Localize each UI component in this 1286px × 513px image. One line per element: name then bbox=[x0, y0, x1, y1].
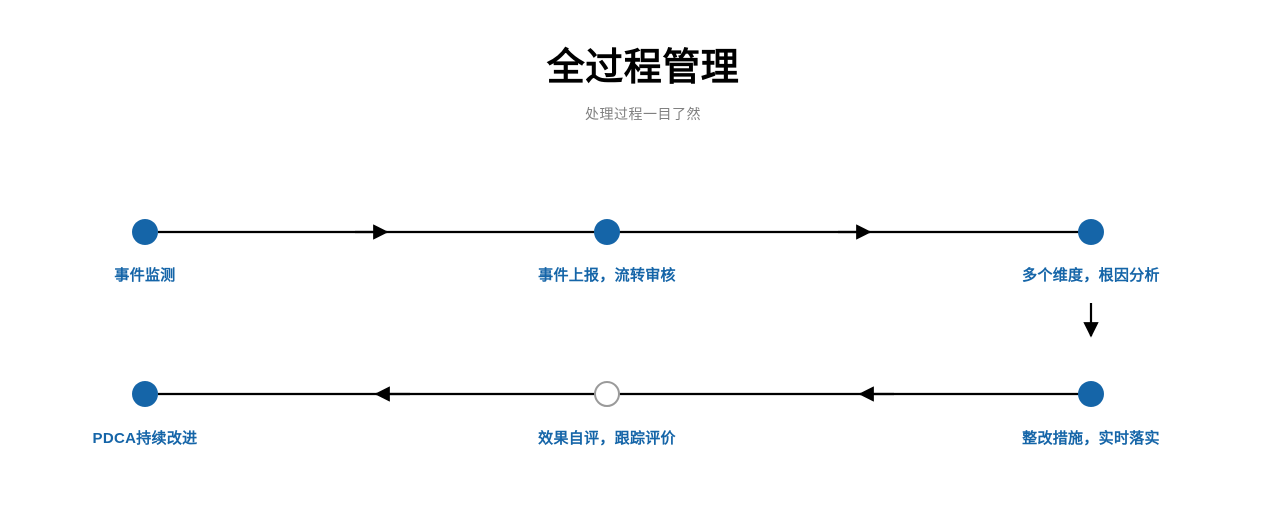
flow-node-label-event-report-review: 事件上报，流转审核 bbox=[538, 267, 676, 284]
flow-node-label-pdca-improvement: PDCA持续改进 bbox=[92, 430, 198, 447]
flow-node-label-effect-self-evaluation: 效果自评，跟踪评价 bbox=[538, 430, 676, 447]
page-header: 全过程管理 处理过程一目了然 bbox=[0, 0, 1286, 124]
flow-node-rectification-measures[interactable] bbox=[1078, 381, 1104, 407]
flow-node-effect-self-evaluation[interactable] bbox=[594, 381, 620, 407]
flow-node-label-event-monitoring: 事件监测 bbox=[114, 267, 176, 284]
flow-node-event-monitoring[interactable] bbox=[132, 219, 158, 245]
flow-node-label-multi-dimension-root-cause: 多个维度，根因分析 bbox=[1022, 267, 1160, 284]
page-title: 全过程管理 bbox=[546, 47, 740, 89]
flow-node-multi-dimension-root-cause[interactable] bbox=[1078, 219, 1104, 245]
page-subtitle: 处理过程一目了然 bbox=[585, 105, 701, 122]
flow-node-label-rectification-measures: 整改措施，实时落实 bbox=[1022, 430, 1160, 447]
flow-node-event-report-review[interactable] bbox=[594, 219, 620, 245]
flow-node-pdca-improvement[interactable] bbox=[132, 381, 158, 407]
